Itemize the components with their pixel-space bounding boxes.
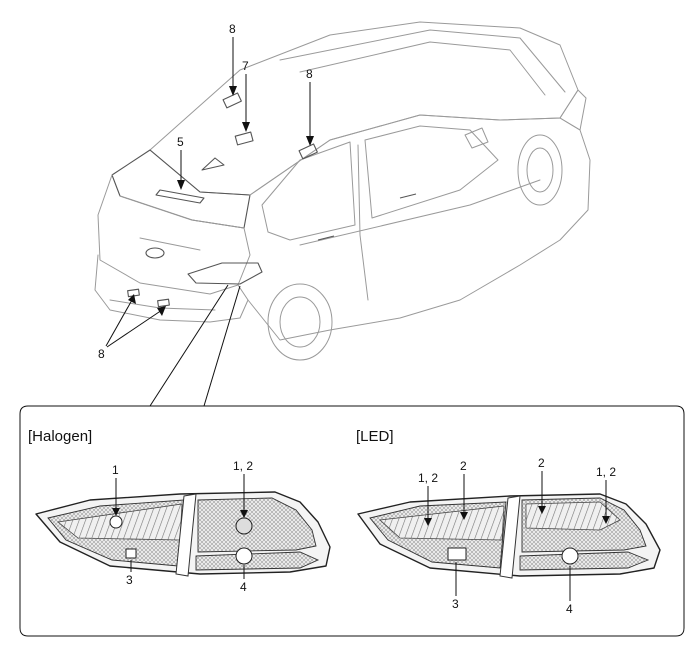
led-label-2a: 2	[460, 459, 467, 473]
car-tail-lamp	[187, 262, 263, 285]
rear-wheel-rim	[279, 296, 321, 348]
rear-door-handle	[317, 235, 335, 241]
led-bulb-4	[561, 547, 579, 565]
door-pillar	[357, 144, 369, 301]
license-lamp-right	[157, 298, 170, 308]
car-roof-outline	[149, 21, 579, 196]
led-label-1-2-left: 1, 2	[418, 471, 438, 485]
high-mount-stop-lamp	[155, 189, 205, 204]
led-bulb-3	[447, 547, 467, 561]
rear-side-window	[261, 141, 356, 241]
callout-license-lamp: 8	[98, 347, 105, 361]
detail-frame	[19, 405, 685, 637]
led-label-1-2-right: 1, 2	[596, 465, 616, 479]
halogen-label-1-2: 1, 2	[233, 459, 253, 473]
roof-lamp-center	[234, 131, 254, 146]
halogen-section: [Halogen] 1 1, 2 3 4	[28, 428, 331, 594]
side-mirror	[464, 127, 489, 149]
callout-high-mount-stop: 5	[177, 135, 184, 149]
front-wheel	[517, 134, 563, 206]
door-crease	[299, 179, 541, 246]
roof-lamp-rear	[222, 92, 242, 109]
halogen-split-gap	[175, 493, 197, 577]
halogen-label-3: 3	[126, 573, 133, 587]
halogen-bulb-3	[125, 548, 137, 559]
led-outer-light-guide	[379, 505, 505, 541]
halogen-bulb-4	[235, 547, 253, 565]
car-illustration	[94, 21, 591, 361]
roof-rail	[279, 29, 566, 93]
emblem	[145, 247, 165, 259]
halogen-label-4: 4	[240, 580, 247, 594]
halogen-bulb-1-2	[235, 517, 253, 535]
front-wheel-rim	[526, 147, 554, 193]
led-lower-lens	[519, 551, 650, 571]
rear-bumper	[94, 254, 249, 323]
led-split-gap	[499, 495, 521, 579]
halogen-bulb-1	[109, 515, 123, 529]
halogen-lower-lens	[195, 551, 320, 571]
front-side-window	[364, 125, 499, 219]
halogen-title: [Halogen]	[28, 428, 92, 445]
led-label-2b: 2	[538, 456, 545, 470]
roof-rail-inner	[299, 41, 546, 96]
halogen-inner-lens	[197, 497, 317, 553]
overview-callouts: 8 7 8 5 8	[98, 22, 314, 407]
tailgate-crease	[139, 237, 201, 251]
callout-roof-center: 7	[242, 59, 249, 73]
led-label-4: 4	[566, 602, 573, 616]
windshield	[559, 89, 587, 131]
led-lamp-assembly	[357, 493, 661, 579]
roof-lamp-front	[298, 143, 318, 160]
side-body	[247, 114, 591, 341]
callout-roof-rear: 8	[229, 22, 236, 36]
shark-fin-antenna	[201, 157, 225, 171]
halogen-lamp-assembly	[35, 491, 331, 577]
led-label-3: 3	[452, 597, 459, 611]
led-section: [LED] 1, 2 2 2 1, 2 3 4	[356, 428, 661, 616]
rear-wheel	[267, 283, 333, 361]
callout-roof-front: 8	[306, 67, 313, 81]
led-inner-light-guide	[525, 501, 621, 531]
front-door-handle	[399, 193, 417, 199]
halogen-label-1: 1	[112, 463, 119, 477]
tailgate	[97, 174, 251, 295]
led-title: [LED]	[356, 428, 394, 445]
